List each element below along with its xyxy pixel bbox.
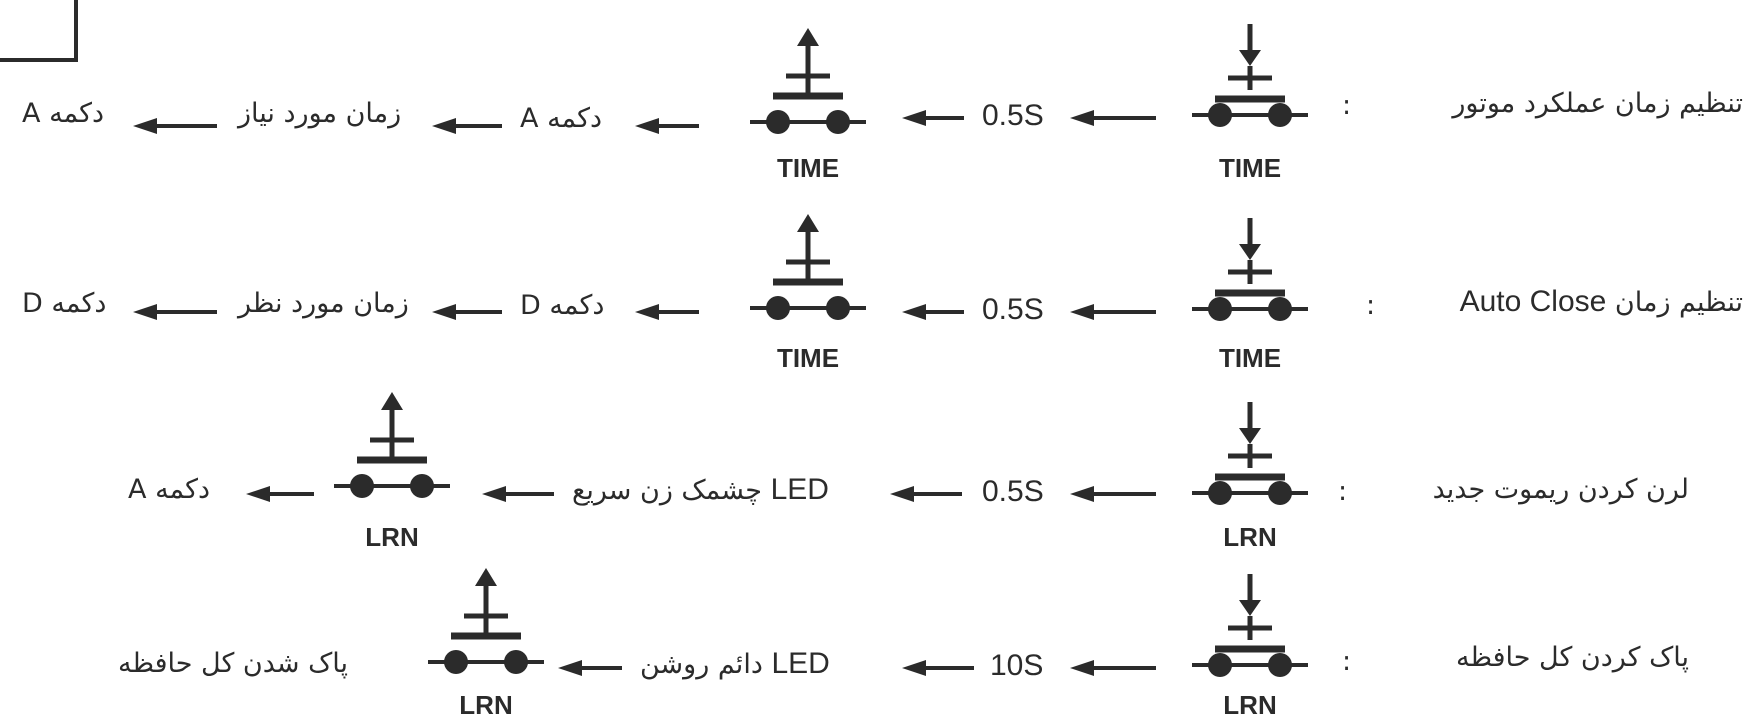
step-button: دکمه A bbox=[520, 103, 603, 134]
left-arrow-icon bbox=[133, 304, 217, 320]
left-arrow-icon bbox=[482, 486, 554, 502]
left-arrow-icon bbox=[635, 304, 699, 320]
row-colon: : bbox=[1342, 646, 1352, 677]
left-arrow-icon bbox=[432, 304, 502, 320]
push-button-released-icon bbox=[428, 568, 544, 674]
push-button-pressed-icon bbox=[1192, 402, 1308, 505]
left-arrow-icon bbox=[902, 304, 964, 320]
push-button-pressed-icon bbox=[1192, 218, 1308, 321]
row-colon: : bbox=[1338, 476, 1348, 507]
step-text: پاک شدن کل حافظه bbox=[118, 648, 349, 679]
row-colon: : bbox=[1342, 90, 1352, 121]
left-arrow-icon bbox=[432, 118, 502, 134]
step-button: دکمه A bbox=[128, 474, 211, 505]
row-label-text: تنظیم زمان عملکرد موتور bbox=[1452, 88, 1743, 119]
left-arrow-icon bbox=[133, 118, 217, 134]
row-label: لرن کردن ریموت جدید bbox=[1432, 474, 1689, 505]
row-label: پاک کردن کل حافظه bbox=[1455, 642, 1689, 673]
hold-time: 10S bbox=[990, 649, 1044, 682]
left-arrow-icon bbox=[890, 486, 962, 502]
left-arrow-icon bbox=[1070, 660, 1156, 676]
corner-frame bbox=[0, 0, 78, 62]
button-caption: TIME bbox=[1218, 153, 1282, 183]
button-caption: LRN bbox=[1223, 690, 1277, 720]
led-status: LED چشمک زن سریع bbox=[572, 472, 829, 509]
left-arrow-icon bbox=[558, 660, 622, 676]
hold-time: 0.5S bbox=[982, 475, 1044, 508]
button-caption: LRN bbox=[459, 690, 513, 720]
push-button-released-icon bbox=[334, 392, 450, 498]
button-caption: TIME bbox=[776, 343, 840, 373]
left-arrow-icon bbox=[1070, 304, 1156, 320]
hold-time: 0.5S bbox=[982, 293, 1044, 326]
left-arrow-icon bbox=[902, 110, 964, 126]
button-caption: TIME bbox=[776, 153, 840, 183]
button-caption: TIME bbox=[1218, 343, 1282, 373]
step-button: دکمه D bbox=[22, 288, 107, 319]
left-arrow-icon bbox=[635, 118, 699, 134]
row-label-text: تنظیم زمان bbox=[1614, 287, 1743, 318]
left-arrow-icon bbox=[1070, 110, 1156, 126]
push-button-released-icon bbox=[750, 28, 866, 134]
row-label: تنظیم زمان Auto Close bbox=[1460, 284, 1743, 321]
step-button: دکمه D bbox=[520, 290, 605, 321]
push-button-pressed-icon bbox=[1192, 24, 1308, 127]
step-text: زمان مورد نظر bbox=[238, 288, 409, 319]
led-status-text: دائم روشن bbox=[640, 649, 763, 680]
step-text: زمان مورد نیاز bbox=[238, 98, 402, 129]
left-arrow-icon bbox=[902, 660, 974, 676]
left-arrow-icon bbox=[246, 486, 314, 502]
row-label-latin: Auto Close bbox=[1459, 285, 1607, 318]
led-status-text: چشمک زن سریع bbox=[572, 475, 762, 506]
row-label: تنظیم زمان عملکرد موتور bbox=[1452, 86, 1743, 122]
left-arrow-icon bbox=[1070, 486, 1156, 502]
button-caption: LRN bbox=[1223, 522, 1277, 552]
button-caption: LRN bbox=[365, 522, 419, 552]
led-status: LED دائم روشن bbox=[640, 646, 830, 683]
push-button-pressed-icon bbox=[1192, 574, 1308, 677]
push-button-released-icon bbox=[750, 214, 866, 320]
step-button: دکمه A bbox=[22, 98, 105, 129]
hold-time: 0.5S bbox=[982, 99, 1044, 132]
row-colon: : bbox=[1366, 290, 1376, 321]
led-label: LED bbox=[770, 473, 829, 506]
led-label: LED bbox=[771, 647, 830, 680]
